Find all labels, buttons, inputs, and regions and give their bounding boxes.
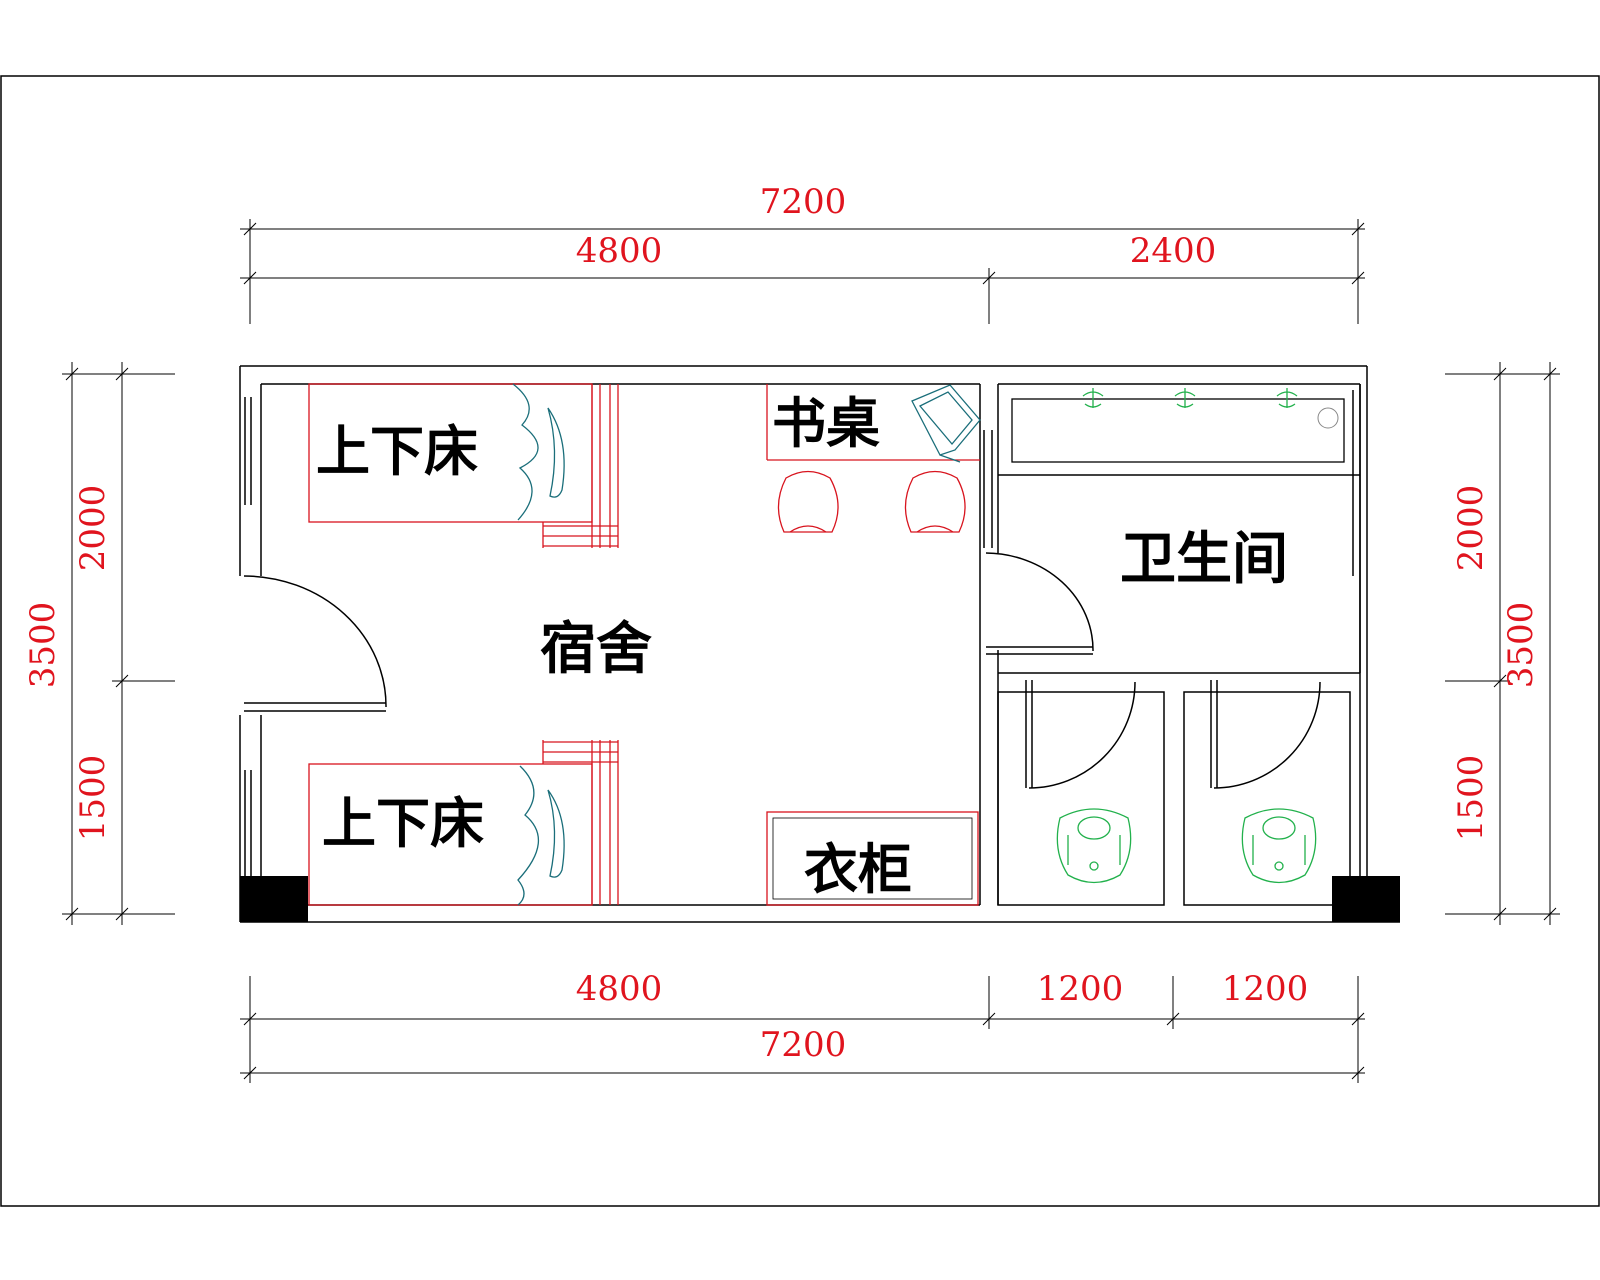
faucet-icons: [1082, 388, 1298, 408]
desk-lamp-icon: [911, 384, 981, 463]
label-bathroom: 卫生间: [1120, 527, 1288, 592]
dim-right-total: 3500: [1501, 602, 1541, 689]
wardrobe-inner: [772, 817, 973, 900]
dim-bottom-left: 4800: [576, 969, 663, 1009]
washbasin-counter: [1011, 398, 1345, 463]
dim-bottom-total: 7200: [760, 1025, 847, 1065]
dim-bottom-mid: 1200: [1037, 969, 1124, 1009]
wardrobe: [766, 811, 979, 906]
dim-top-left: 4800: [576, 231, 663, 271]
doors: [243, 552, 1321, 789]
column-left: [240, 876, 308, 922]
dim-left-upper: 2000: [73, 485, 113, 572]
label-wardrobe: 衣柜: [804, 838, 912, 901]
dim-left-lower: 1500: [73, 755, 113, 842]
dimension-lines: [62, 219, 1560, 1083]
dim-top-right: 2400: [1130, 231, 1217, 271]
desk: [766, 384, 980, 461]
label-bunk-bed-top: 上下床: [316, 420, 478, 483]
dim-left-total: 3500: [23, 602, 63, 689]
drain-icon: [1317, 407, 1339, 429]
label-desk: 书桌: [772, 392, 880, 455]
bunk-bed-bottom: [308, 740, 619, 906]
dim-bottom-right: 1200: [1222, 969, 1309, 1009]
drawing-frame: [0, 75, 1600, 1207]
dim-top-total: 7200: [760, 182, 847, 222]
pillows: [512, 383, 565, 906]
squat-toilet-icons: [1056, 808, 1317, 884]
bunk-bed-top: [308, 383, 619, 548]
label-bunk-bed-bottom: 上下床: [322, 792, 484, 855]
dim-right-lower: 1500: [1451, 755, 1491, 842]
chairs: [777, 470, 966, 533]
label-dormitory: 宿舍: [540, 617, 652, 682]
column-right: [1332, 876, 1400, 922]
dim-right-upper: 2000: [1451, 485, 1491, 572]
